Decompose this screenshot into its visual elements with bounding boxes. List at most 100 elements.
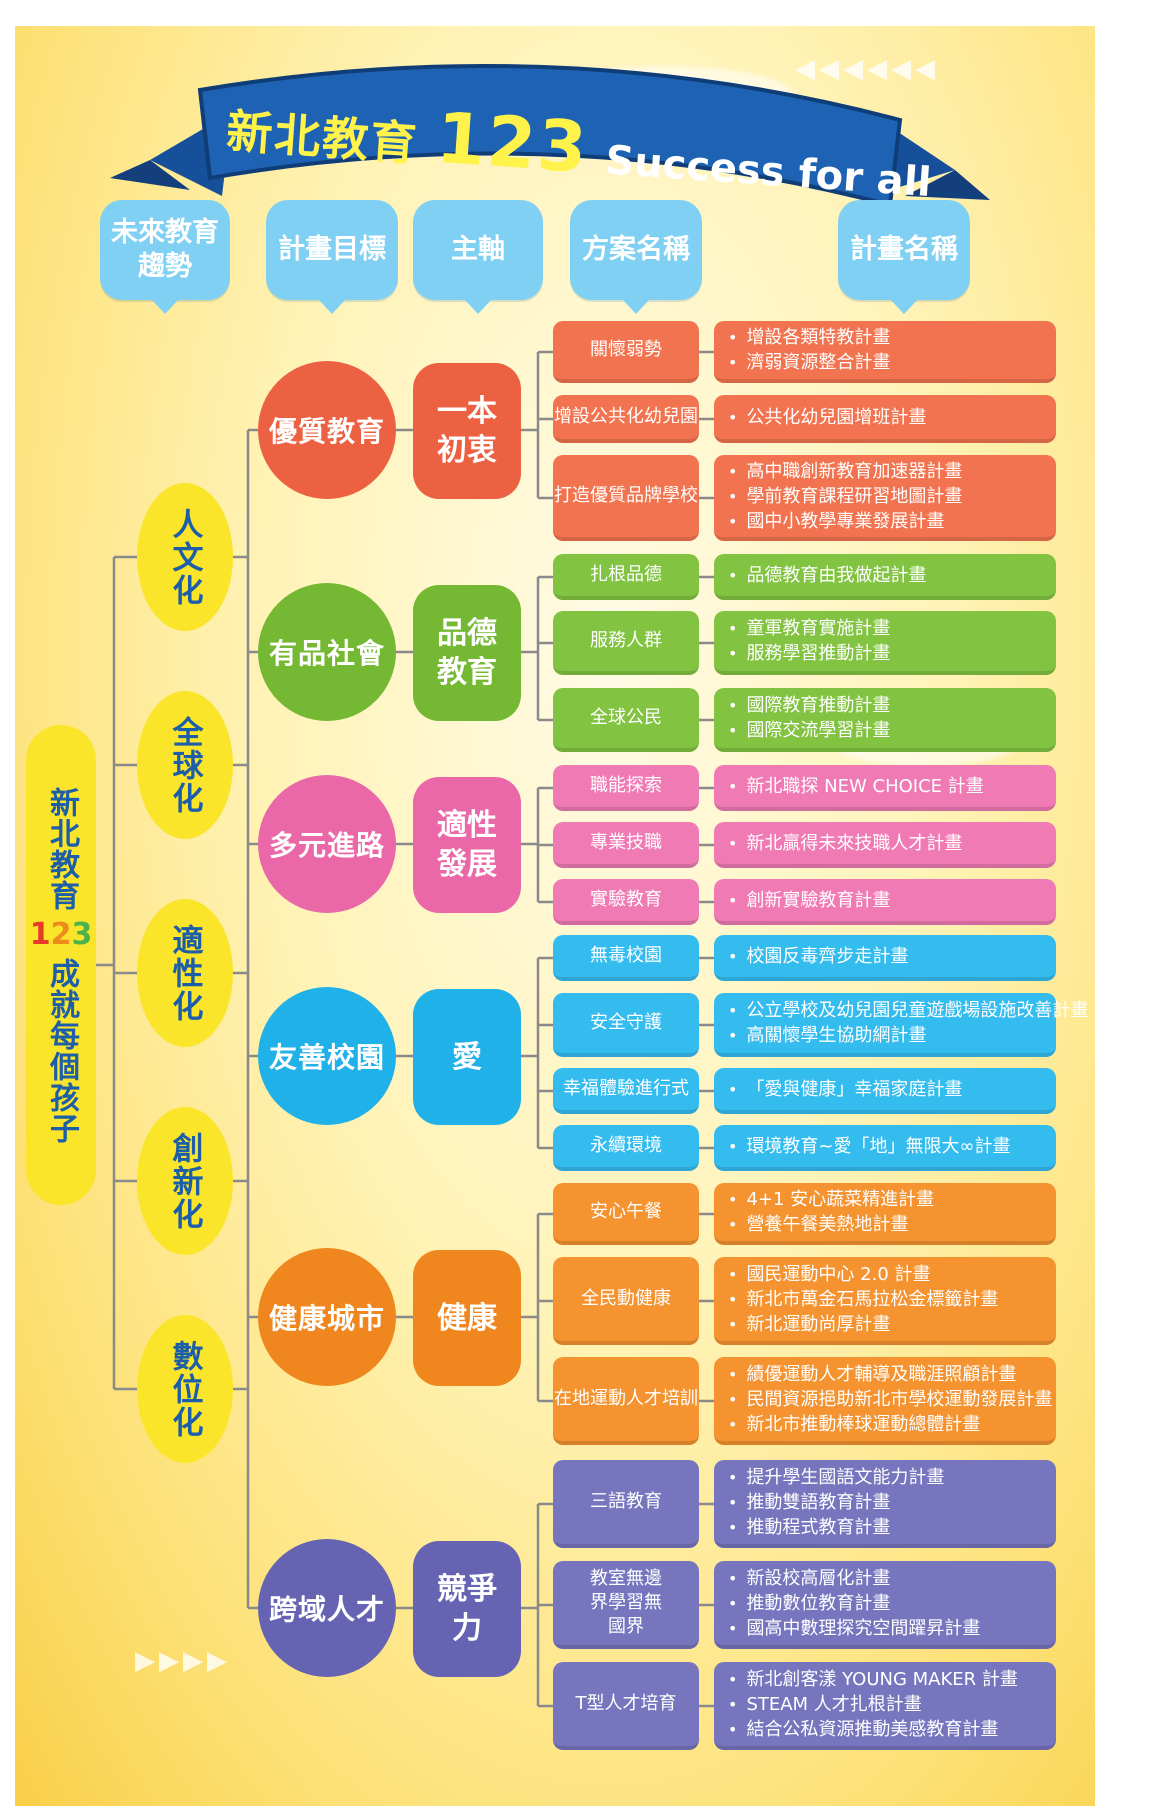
trend-node: 創新化 (137, 1107, 233, 1255)
trend-label: 數位化 (166, 1339, 203, 1439)
plan-item: 民間資源挹助新北市學校運動發展計畫 (728, 1387, 1056, 1412)
goal-node: 友善校園 (258, 987, 396, 1125)
header-plan: 計畫名稱 (838, 200, 970, 314)
plan-item: 結合公私資源推動美感教育計畫 (728, 1717, 1056, 1742)
plan-box: 新設校高層化計畫 推動數位教育計畫 國高中數理探究空間躍昇計畫 (714, 1561, 1056, 1649)
axis-node: 競爭力 (413, 1541, 521, 1677)
banner-title-number: 123 (433, 96, 592, 190)
plan-item: 增設各類特教計畫 (728, 325, 1056, 350)
trend-label: 創新化 (166, 1131, 203, 1231)
plan-box: 「愛與健康」幸福家庭計畫 (714, 1068, 1056, 1114)
header-goal-label: 計畫目標 (278, 234, 386, 266)
plan-item: 國際交流學習計畫 (728, 718, 1056, 743)
plan-item: 推動數位教育計畫 (728, 1591, 1056, 1616)
axis-node: 一本初衷 (413, 363, 521, 499)
plan-item: 童軍教育實施計畫 (728, 616, 1056, 641)
axis-label: 愛 (452, 1039, 482, 1075)
scheme-box: 扎根品德 (553, 554, 699, 600)
plan-item: 濟弱資源整合計畫 (728, 350, 1056, 375)
plan-box: 新北贏得未來技職人才計畫 (714, 822, 1056, 868)
goal-node: 優質教育 (258, 361, 396, 499)
trend-node: 數位化 (137, 1315, 233, 1463)
scheme-box: 關懷弱勢 (553, 321, 699, 383)
axis-node: 健康 (413, 1250, 521, 1386)
header-goal: 計畫目標 (266, 200, 398, 314)
root-digit: 2 (50, 916, 72, 952)
trend-node: 適性化 (137, 899, 233, 1047)
root-title: 新北教育 (44, 786, 79, 911)
root-node: 新北教育 1 2 3 成就每個孩子 (26, 725, 96, 1205)
plan-item: 提升學生國語文能力計畫 (728, 1465, 1056, 1490)
plan-item: 新北市萬金石馬拉松金標籤計畫 (728, 1287, 1056, 1312)
plan-item: 新北贏得未來技職人才計畫 (728, 831, 1056, 856)
plan-box: 增設各類特教計畫 濟弱資源整合計畫 (714, 321, 1056, 383)
plan-box: 公立學校及幼兒園兒童遊戲場設施改善計畫 高關懷學生協助網計畫 (714, 993, 1088, 1057)
plan-item: 品德教育由我做起計畫 (728, 563, 1056, 588)
plan-item: 國高中數理探究空間躍昇計畫 (728, 1616, 1056, 1641)
plan-box: 童軍教育實施計畫 服務學習推動計畫 (714, 611, 1056, 675)
plan-item: 國際教育推動計畫 (728, 693, 1056, 718)
plan-item: 學前教育課程研習地圖計畫 (728, 484, 1056, 509)
scheme-box: 無毒校園 (553, 935, 699, 981)
plan-item: 新北市推動棒球運動總體計畫 (728, 1412, 1056, 1437)
plan-box: 高中職創新教育加速器計畫 學前教育課程研習地圖計畫 國中小教學專業發展計畫 (714, 455, 1056, 541)
plan-item: 新設校高層化計畫 (728, 1566, 1056, 1591)
trend-label: 適性化 (166, 923, 203, 1023)
header-scheme-label: 方案名稱 (582, 234, 690, 266)
header-trend: 未來教育趨勢 (100, 200, 230, 314)
plan-box: 提升學生國語文能力計畫 推動雙語教育計畫 推動程式教育計畫 (714, 1460, 1056, 1548)
plan-box: 品德教育由我做起計畫 (714, 554, 1056, 600)
plan-item: 公立學校及幼兒園兒童遊戲場設施改善計畫 (728, 998, 1088, 1023)
header-plan-label: 計畫名稱 (850, 234, 958, 266)
plan-item: 高關懷學生協助網計畫 (728, 1023, 1056, 1048)
plan-item: 服務學習推動計畫 (728, 641, 1056, 666)
scheme-box: 安全守護 (553, 993, 699, 1057)
plan-item: 推動程式教育計畫 (728, 1515, 1056, 1540)
axis-node: 品德教育 (413, 585, 521, 721)
scheme-box: 全民動健康 (553, 1257, 699, 1345)
plan-box: 校園反毒齊步走計畫 (714, 935, 1056, 981)
arrow-decoration: ▶▶▶▶ (135, 1646, 231, 1676)
axis-label: 品德教育 (437, 616, 497, 690)
plan-item: 創新實驗教育計畫 (728, 888, 1056, 913)
plan-item: 高中職創新教育加速器計畫 (728, 459, 1056, 484)
plan-box: 4+1 安心蔬菜精進計畫 營養午餐美熱地計畫 (714, 1183, 1056, 1245)
root-number: 1 2 3 (30, 917, 93, 952)
trend-node: 全球化 (137, 691, 233, 839)
banner-title-cn: 新北教育 (224, 103, 420, 172)
scheme-box: 打造優質品牌學校 (553, 455, 699, 541)
scheme-box: 幸福體驗進行式 (553, 1068, 699, 1114)
header-axis: 主軸 (413, 200, 543, 314)
plan-item: 績優運動人才輔導及職涯照顧計畫 (728, 1362, 1056, 1387)
plan-box: 環境教育~愛「地」無限大∞計畫 (714, 1125, 1056, 1171)
axis-label: 適性發展 (437, 808, 497, 882)
scheme-box: 服務人群 (553, 611, 699, 675)
plan-item: 「愛與健康」幸福家庭計畫 (728, 1077, 1056, 1102)
goal-node: 多元進路 (258, 775, 396, 913)
plan-box: 公共化幼兒園增班計畫 (714, 395, 1056, 443)
axis-node: 愛 (413, 989, 521, 1125)
root-digit: 1 (29, 916, 51, 952)
plan-item: 推動雙語教育計畫 (728, 1490, 1056, 1515)
goal-node: 有品社會 (258, 583, 396, 721)
trend-node: 人文化 (137, 483, 233, 631)
plan-item: 新北運動尚厚計畫 (728, 1312, 1056, 1337)
axis-label: 健康 (437, 1300, 497, 1336)
trend-label: 全球化 (166, 715, 203, 815)
plan-box: 績優運動人才輔導及職涯照顧計畫 民間資源挹助新北市學校運動發展計畫 新北市推動棒… (714, 1357, 1056, 1445)
header-axis-label: 主軸 (451, 234, 505, 266)
plan-item: 校園反毒齊步走計畫 (728, 944, 1056, 969)
scheme-box: 增設公共化幼兒園 (553, 395, 699, 443)
plan-box: 國際教育推動計畫 國際交流學習計畫 (714, 688, 1056, 752)
axis-label: 一本初衷 (437, 394, 497, 468)
scheme-box: 職能探索 (553, 765, 699, 811)
axis-node: 適性發展 (413, 777, 521, 913)
plan-box: 國民運動中心 2.0 計畫 新北市萬金石馬拉松金標籤計畫 新北運動尚厚計畫 (714, 1257, 1056, 1345)
plan-item: 新北創客漾 YOUNG MAKER 計畫 (728, 1667, 1056, 1692)
plan-box: 新北創客漾 YOUNG MAKER 計畫 STEAM 人才扎根計畫 結合公私資源… (714, 1662, 1056, 1750)
scheme-box: 全球公民 (553, 688, 699, 752)
header-trend-label: 未來教育趨勢 (111, 217, 219, 282)
root-slogan: 成就每個孩子 (44, 957, 79, 1144)
axis-label: 競爭力 (437, 1572, 497, 1646)
plan-item: 國中小教學專業發展計畫 (728, 509, 1056, 534)
